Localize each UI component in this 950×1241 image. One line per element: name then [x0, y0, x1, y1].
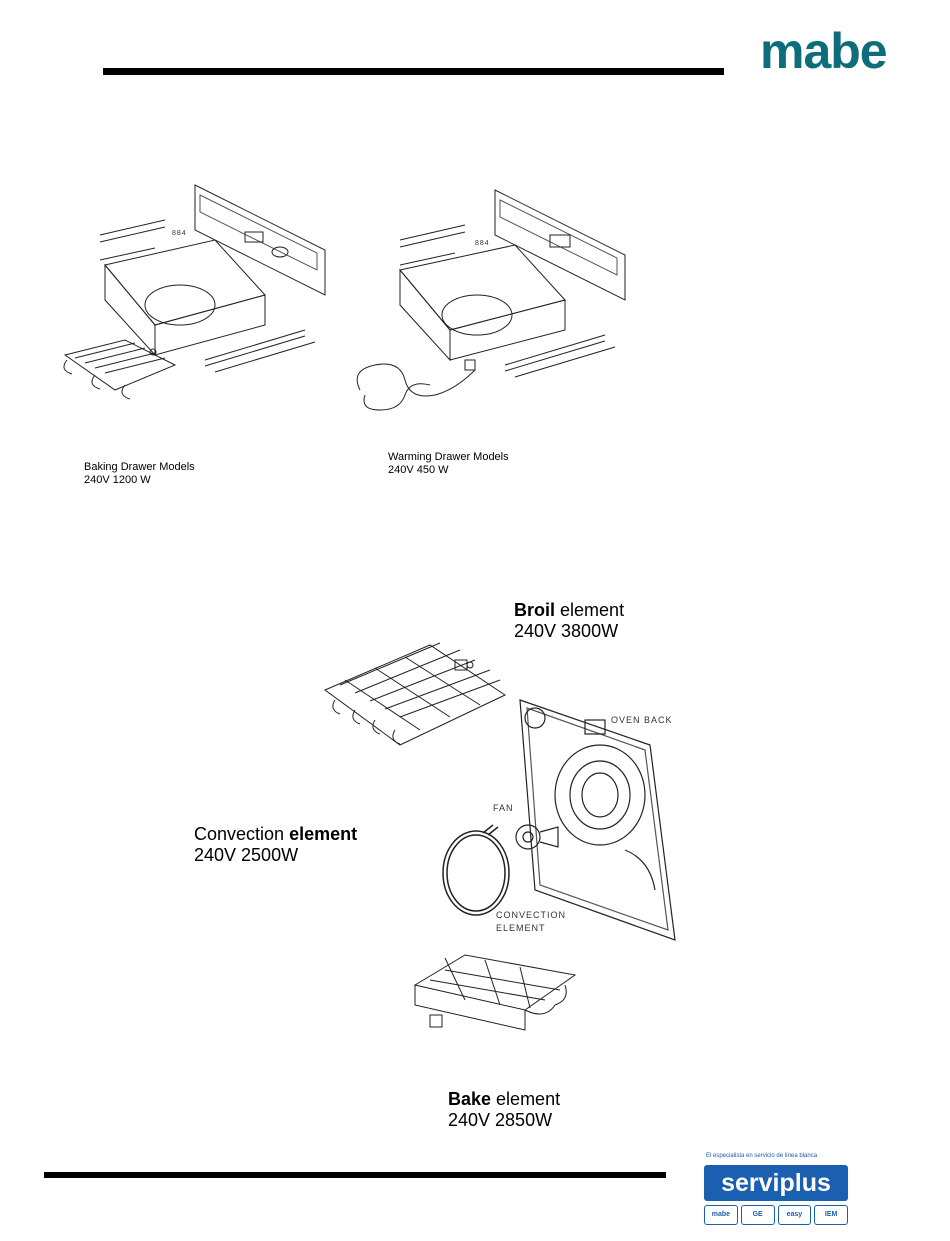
- broil-spec: 240V 3800W: [514, 621, 624, 642]
- bake-caption: Bake element 240V 2850W: [448, 1089, 560, 1131]
- convection-word: element: [289, 824, 357, 844]
- bake-word: element: [496, 1089, 560, 1109]
- header-rule: [103, 68, 724, 75]
- brand-icons: mabe GE easy IEM: [704, 1205, 848, 1225]
- warming-spec: 240V 450 W: [388, 464, 509, 477]
- convection-name: Convection: [194, 824, 284, 844]
- convection-spec: 240V 2500W: [194, 845, 357, 866]
- bake-spec: 240V 2850W: [448, 1110, 560, 1131]
- serviplus-wordmark: serviplus: [704, 1165, 848, 1201]
- broil-word: element: [560, 600, 624, 620]
- broil-name: Broil: [514, 600, 555, 620]
- bake-name: Bake: [448, 1089, 491, 1109]
- convection-ring-diagram: [438, 825, 518, 920]
- baking-caption: Baking Drawer Models 240V 1200 W: [84, 461, 195, 487]
- warming-title: Warming Drawer Models: [388, 451, 509, 464]
- broil-element-diagram: [320, 635, 520, 760]
- convection-caption: Convection element 240V 2500W: [194, 824, 357, 866]
- bake-element-diagram: [405, 950, 585, 1050]
- footer-rule: [44, 1172, 666, 1178]
- broil-caption: Broil element 240V 3800W: [514, 600, 624, 642]
- warming-drawer-diagram: [355, 185, 635, 425]
- brand-icon-easy: easy: [778, 1205, 812, 1225]
- baking-title: Baking Drawer Models: [84, 461, 195, 474]
- baking-part-label: 884: [172, 230, 187, 237]
- convection-label-1: CONVECTION: [496, 910, 566, 920]
- serviplus-tagline: El especialista en servicio de línea bla…: [706, 1153, 817, 1159]
- brand-icon-iem: IEM: [814, 1205, 848, 1225]
- warming-caption: Warming Drawer Models 240V 450 W: [388, 451, 509, 477]
- oven-back-label: OVEN BACK: [611, 715, 673, 725]
- brand-icon-mabe: mabe: [704, 1205, 738, 1225]
- serviplus-logo: El especialista en servicio de línea bla…: [704, 1153, 848, 1229]
- warming-part-label: 884: [475, 240, 490, 247]
- mabe-logo: mabe: [760, 22, 887, 80]
- baking-spec: 240V 1200 W: [84, 474, 195, 487]
- brand-icon-ge: GE: [741, 1205, 775, 1225]
- convection-label-2: ELEMENT: [496, 923, 546, 933]
- baking-drawer-diagram: [55, 180, 335, 420]
